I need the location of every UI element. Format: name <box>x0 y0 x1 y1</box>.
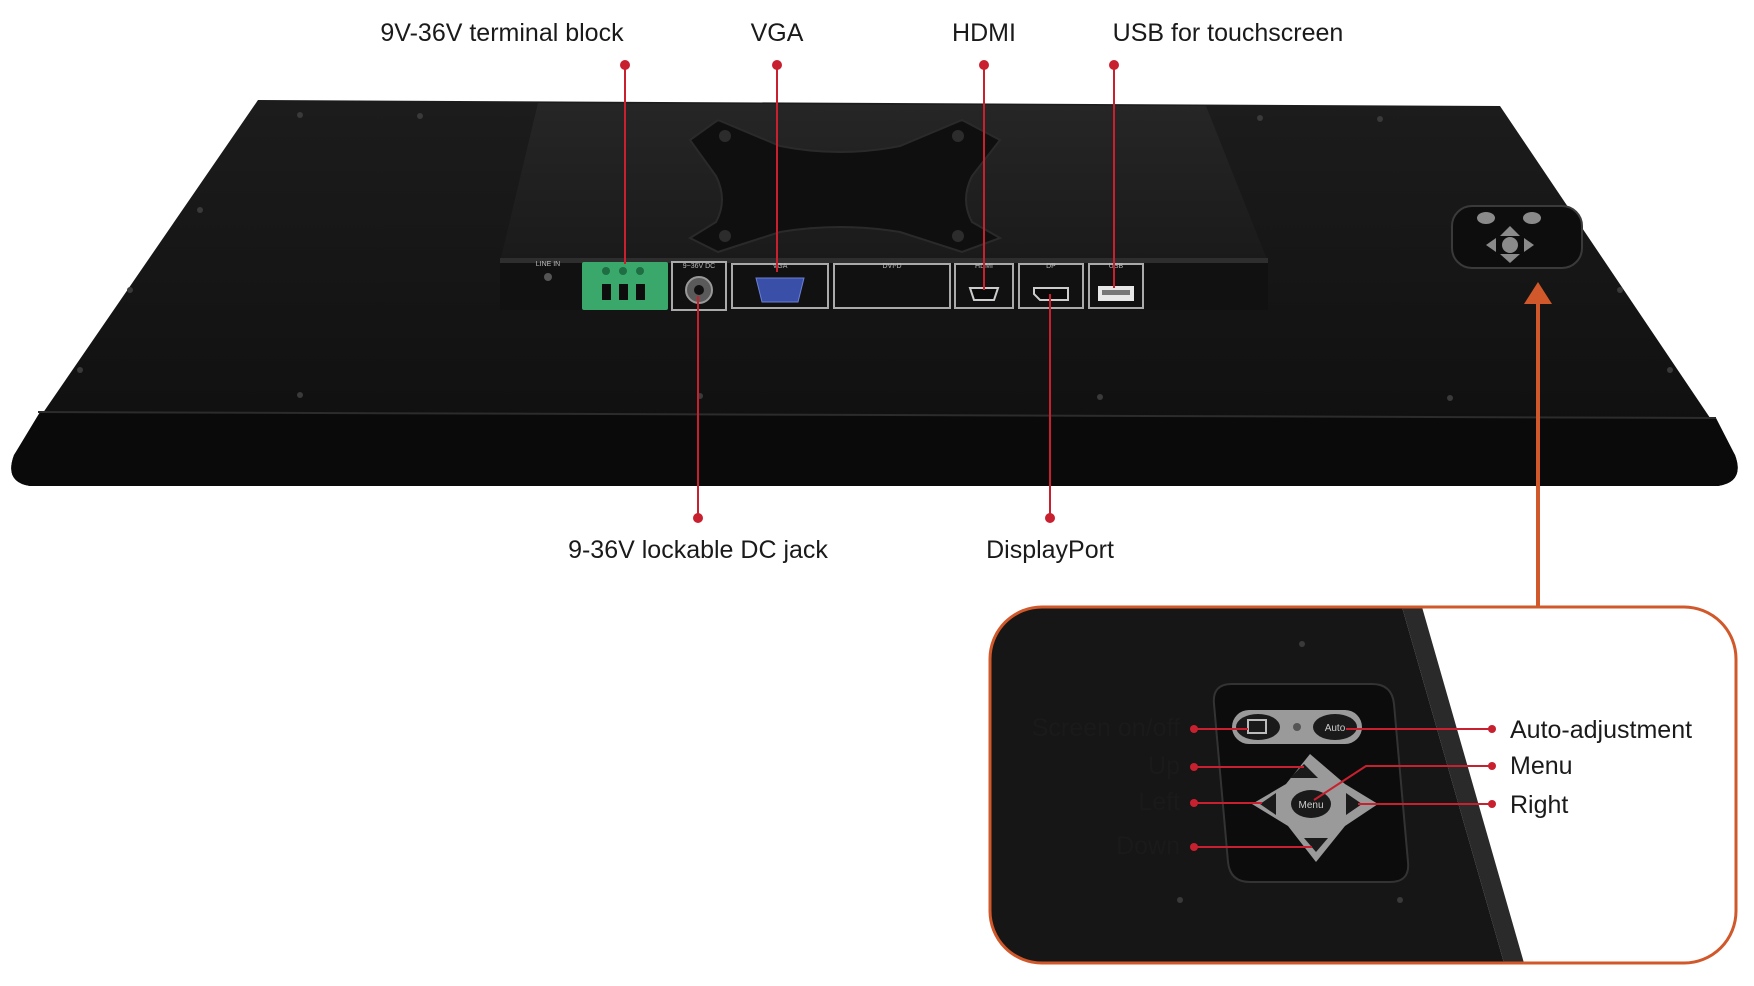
menu-button-text: Menu <box>1298 800 1323 811</box>
terminal-block-port <box>582 262 668 310</box>
label-terminal-block: 9V-36V terminal block <box>380 19 624 47</box>
dc-in-marking: 9~36V DC <box>683 263 716 270</box>
vga-port: VGA <box>731 263 829 309</box>
label-vga: VGA <box>750 19 804 47</box>
callout-lines <box>620 60 1119 523</box>
label-left: Left <box>1138 788 1180 816</box>
label-screen-on-off: Screen on/off <box>1031 714 1180 742</box>
usb-marking: USB <box>1109 263 1124 270</box>
vga-marking: VGA <box>773 263 788 270</box>
label-displayport: DisplayPort <box>986 536 1114 564</box>
line-in-marking: LINE IN <box>536 261 561 268</box>
inset-arrow <box>1524 282 1552 607</box>
label-hdmi: HDMI <box>952 19 1016 47</box>
label-auto-adjustment: Auto-adjustment <box>1510 716 1693 744</box>
line-in-port: LINE IN <box>536 261 561 281</box>
label-down: Down <box>1116 832 1180 860</box>
label-dc-jack: 9-36V lockable DC jack <box>568 536 828 564</box>
label-menu: Menu <box>1510 752 1573 780</box>
usb-port: USB <box>1088 263 1144 309</box>
dvi-port: DVI-D <box>833 263 951 309</box>
label-up: Up <box>1148 752 1180 780</box>
auto-button-text: Auto <box>1325 723 1346 734</box>
label-right: Right <box>1510 791 1569 819</box>
inset-zoom: Auto Menu <box>988 605 1738 965</box>
dvi-marking: DVI-D <box>882 263 901 270</box>
dp-marking: DP <box>1046 263 1056 270</box>
label-usb-touchscreen: USB for touchscreen <box>1112 19 1344 47</box>
osd-button-pad <box>1451 205 1583 269</box>
